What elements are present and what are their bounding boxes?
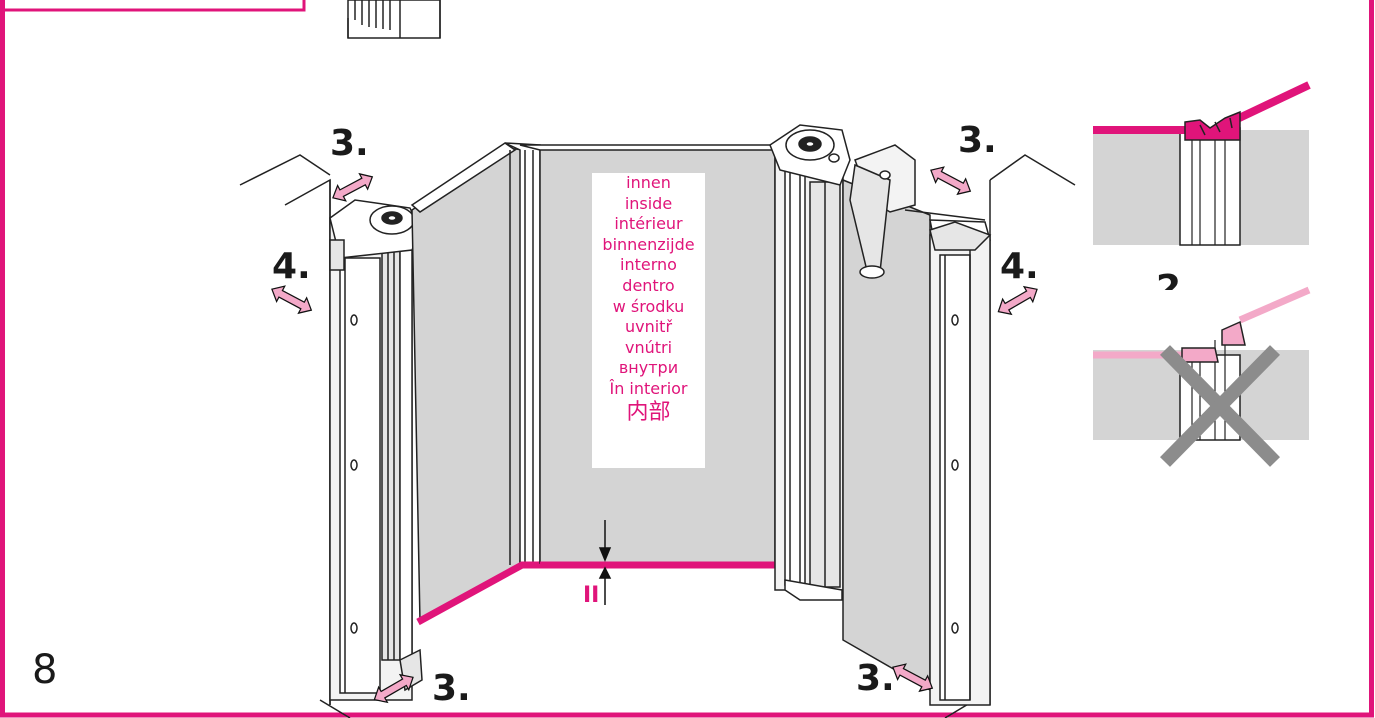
left-bottom-seal [416,561,540,626]
inside-label-item: uvnitř [624,317,673,337]
arrow-bottom-left [373,673,414,704]
step-label-mid-right: 4. [1000,246,1039,287]
step-label-mid-left: 4. [272,246,311,287]
inside-label-item: binnenzijde [602,234,695,254]
arrow-bottom-right [892,663,934,693]
arrow-mid-left [271,285,313,315]
inside-label-item: innen [626,173,671,192]
left-glass-panel [410,142,541,624]
arrow-top-left [332,172,374,202]
detail-incorrect [1093,286,1311,467]
right-glass-panel [842,178,931,692]
detail-correct [1093,55,1311,246]
inside-label-item: În interior [609,378,688,398]
right-wall-profile [929,221,992,706]
step-label-top-right: 3. [958,120,997,161]
inside-label-item: intérieur [614,214,683,234]
inside-label-item: dentro [622,275,675,295]
inside-label-item: inside [624,193,673,213]
step-label-top-left: 3. [330,123,369,164]
right-profile-column [769,124,851,601]
inside-label-item: 内部 [626,399,671,425]
gap-measurement-marker [598,520,612,605]
inside-label-item: vnútri [624,337,673,357]
step-label-bottom-right: 3. [856,658,895,699]
inside-label-item: внутри [618,358,679,378]
arrow-mid-right [997,285,1038,316]
top-component-fragment [347,0,441,39]
inside-label-item: interno [620,255,677,275]
header-box [0,0,306,12]
step-label-bottom-left: 3. [432,668,471,709]
left-profile [329,199,423,701]
gap-marker-label: II [583,583,599,608]
inside-label-item: w środku [612,296,685,316]
step-number: 8 [32,647,58,693]
arrow-top-right [930,166,972,196]
